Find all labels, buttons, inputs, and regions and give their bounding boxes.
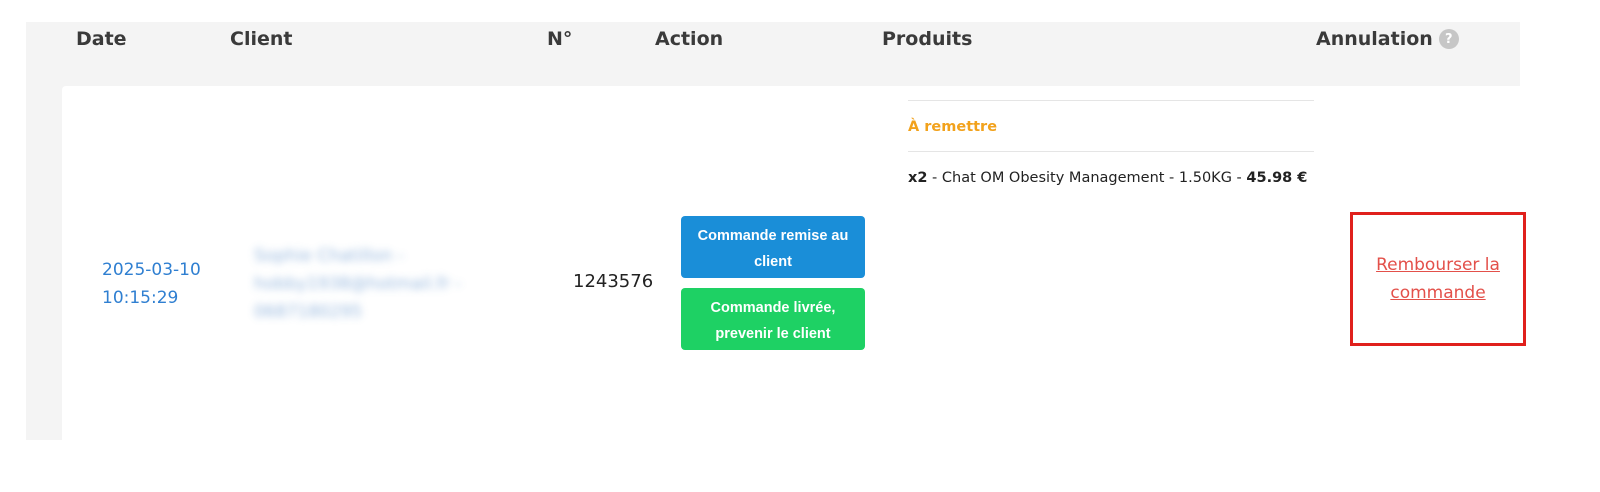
order-date-link[interactable]: 2025-03-10 10:15:29: [102, 256, 201, 312]
table-header: Date Client N° Action Produits Annulatio…: [26, 22, 1520, 86]
header-annulation-label: Annulation: [1316, 28, 1433, 50]
order-time: 10:15:29: [102, 288, 179, 308]
refund-highlight-box: Rembourser la commande: [1350, 212, 1526, 346]
header-action: Action: [655, 28, 724, 50]
product-quantity: x2: [908, 170, 928, 186]
products-cell: À remettre x2 - Chat OM Obesity Manageme…: [908, 100, 1314, 186]
product-separator: -: [1231, 170, 1247, 186]
divider: [908, 151, 1314, 152]
table-row: 2025-03-10 10:15:29 Sophie Chatillon - h…: [62, 86, 1526, 440]
client-name: Sophie Chatillon -: [254, 246, 404, 266]
header-client: Client: [230, 28, 293, 50]
header-annulation: Annulation ?: [1316, 28, 1459, 50]
header-order-number: N°: [547, 28, 573, 50]
product-price: 45.98 €: [1246, 170, 1308, 186]
delivered-notify-button[interactable]: Commande livrée, prevenir le client: [681, 288, 865, 350]
product-name: Chat OM Obesity Management - 1.50KG: [941, 170, 1232, 186]
product-status: À remettre: [908, 119, 998, 135]
divider: [908, 100, 1314, 101]
client-email: hobby1938@hotmail.fr -: [254, 274, 462, 294]
order-date: 2025-03-10: [102, 260, 201, 280]
client-phone: 0687180295: [254, 302, 363, 322]
client-info[interactable]: Sophie Chatillon - hobby1938@hotmail.fr …: [254, 242, 461, 326]
refund-order-link[interactable]: Rembourser la commande: [1376, 255, 1500, 303]
header-date: Date: [76, 28, 127, 50]
header-produits: Produits: [882, 28, 973, 50]
question-circle-icon[interactable]: ?: [1438, 29, 1459, 49]
product-line: x2 - Chat OM Obesity Management - 1.50KG…: [908, 152, 1314, 186]
orders-table: Date Client N° Action Produits Annulatio…: [26, 22, 1526, 440]
product-separator: -: [927, 170, 942, 186]
order-number: 1243576: [573, 271, 654, 292]
handed-over-button[interactable]: Commande remise au client: [681, 216, 865, 278]
